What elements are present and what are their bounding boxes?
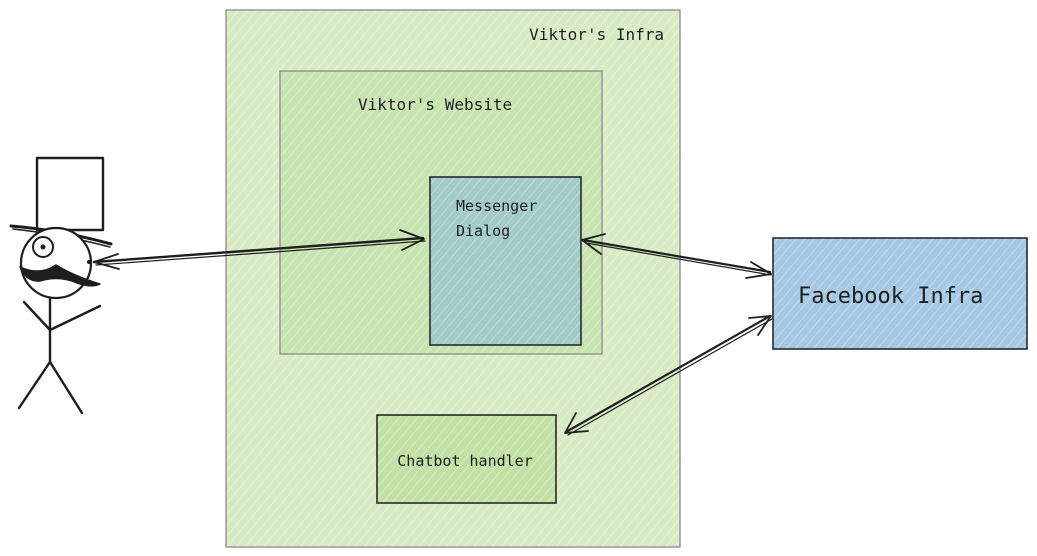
messenger-dialog-label-line1: Messenger xyxy=(456,197,537,215)
top-hat-stick-figure-icon xyxy=(9,156,113,415)
messenger-dialog-box[interactable]: Messenger Dialog xyxy=(429,176,582,346)
facebook-infra-box[interactable]: Facebook Infra xyxy=(772,237,1028,350)
arrow-user-messenger xyxy=(92,229,426,270)
facebook-infra-label: Facebook Infra xyxy=(798,284,983,309)
viktors-website-label: Viktor's Website xyxy=(358,95,512,114)
chatbot-handler-box[interactable]: Chatbot handler xyxy=(376,414,557,504)
arrow-facebook-chatbot xyxy=(564,314,773,436)
connectors xyxy=(92,229,773,436)
arrow-messenger-facebook xyxy=(581,233,772,279)
chatbot-handler-label: Chatbot handler xyxy=(397,452,532,470)
messenger-dialog-label-line2: Dialog xyxy=(456,222,510,240)
viktors-infra-label: Viktor's Infra xyxy=(529,25,664,44)
